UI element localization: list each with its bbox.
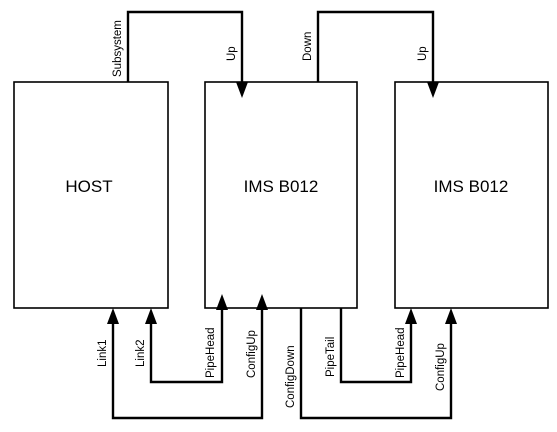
ims-b012-label-2: IMS B012 bbox=[434, 177, 509, 196]
label-link2: Link2 bbox=[135, 340, 147, 368]
label-configup-2: ConfigUp bbox=[435, 343, 447, 391]
host-label: HOST bbox=[65, 177, 112, 196]
link1-configup-connection bbox=[107, 294, 268, 420]
subsystem-up-connection bbox=[126, 10, 248, 98]
arrow-up-icon bbox=[216, 294, 228, 310]
label-subsystem: Subsystem bbox=[112, 20, 124, 77]
label-link1: Link1 bbox=[97, 340, 109, 368]
down-up-connection bbox=[316, 10, 439, 98]
configdown-configup-connection bbox=[299, 308, 457, 420]
label-configup-1: ConfigUp bbox=[246, 330, 258, 378]
arrow-down-icon bbox=[236, 82, 248, 98]
label-pipetail: PipeTail bbox=[325, 337, 337, 377]
ims-b012-label-1: IMS B012 bbox=[244, 177, 319, 196]
arrow-up-icon bbox=[107, 308, 119, 324]
arrow-up-icon bbox=[445, 308, 457, 324]
label-configdown: ConfigDown bbox=[285, 345, 297, 408]
host-box: HOST bbox=[13, 81, 169, 309]
ims-b012-box-1: IMS B012 bbox=[204, 81, 358, 309]
label-up-2: Up bbox=[417, 46, 429, 61]
arrow-up-icon bbox=[405, 308, 417, 324]
label-pipehead-1: PipeHead bbox=[205, 327, 217, 378]
label-up-1: Up bbox=[226, 46, 238, 61]
label-pipehead-2: PipeHead bbox=[395, 327, 407, 378]
arrow-up-icon bbox=[145, 308, 157, 324]
pipetail-pipehead-connection bbox=[339, 308, 417, 384]
arrow-up-icon bbox=[256, 294, 268, 310]
link2-pipehead-connection bbox=[145, 294, 228, 384]
label-down: Down bbox=[302, 32, 314, 61]
arrow-down-icon bbox=[427, 82, 439, 98]
ims-b012-box-2: IMS B012 bbox=[394, 81, 549, 309]
